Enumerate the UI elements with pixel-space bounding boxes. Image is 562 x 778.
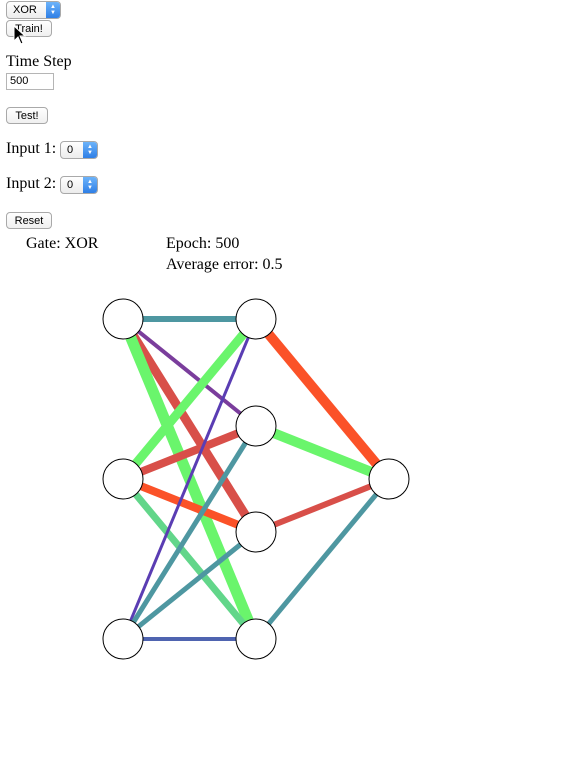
edge-h2-o1	[254, 421, 391, 484]
input1-label: Input 1:	[6, 140, 57, 157]
edge-h4-o1	[254, 477, 391, 641]
edge-i2-h3	[121, 475, 258, 536]
select-arrows-icon: ▲▼	[46, 2, 60, 18]
node-h2	[235, 405, 277, 447]
select-arrows-icon: ▲▼	[83, 177, 97, 193]
node-i1	[102, 298, 144, 340]
select-arrows-icon: ▲▼	[83, 142, 97, 158]
mouse-cursor-icon	[13, 25, 27, 45]
node-h3	[235, 511, 277, 553]
edge-i3-h2	[120, 424, 259, 641]
test-button[interactable]: Test!	[6, 107, 48, 124]
input2-select[interactable]: 0 ▲▼	[60, 176, 98, 194]
input2-label: Input 2:	[6, 175, 57, 192]
gate-select-value: XOR	[13, 4, 37, 16]
input2-select-value: 0	[67, 179, 74, 191]
node-h1	[235, 298, 277, 340]
gate-select[interactable]: XOR ▲▼	[6, 1, 61, 19]
edge-i3-h1	[121, 318, 258, 640]
network-nodes	[102, 298, 410, 660]
time-step-input[interactable]: 500	[6, 73, 54, 90]
reset-button[interactable]: Reset	[6, 212, 52, 229]
average-error-status: Average error: 0.5	[166, 256, 283, 273]
input1-select[interactable]: 0 ▲▼	[60, 141, 98, 159]
network-edges	[117, 315, 393, 642]
gate-status: Gate: XOR	[26, 235, 99, 252]
edge-i1-h2	[121, 317, 258, 428]
edge-h3-o1	[254, 476, 391, 535]
edge-i2-h1	[119, 316, 260, 482]
edge-i2-h4	[120, 476, 259, 642]
edge-h1-o1	[252, 315, 393, 483]
time-step-label: Time Step	[6, 53, 72, 70]
edge-i1-h3	[119, 316, 260, 535]
edge-i3-h3	[121, 530, 258, 641]
node-i2	[102, 458, 144, 500]
epoch-status: Epoch: 500	[166, 235, 240, 252]
node-o1	[368, 458, 410, 500]
edge-i2-h2	[121, 422, 258, 483]
node-i3	[102, 618, 144, 660]
input1-select-value: 0	[67, 144, 74, 156]
node-h4	[235, 618, 277, 660]
